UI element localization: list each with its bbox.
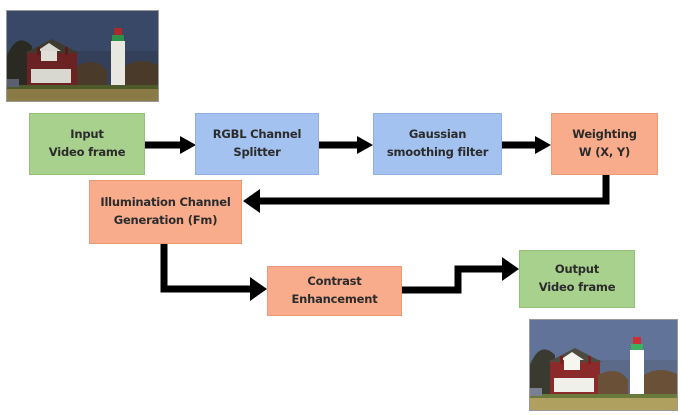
node-illumination-channel-generation: Illumination Channel Generation (Fm)	[89, 180, 242, 244]
lighthouse-scene-dark	[7, 11, 158, 101]
arrowhead-input-to-splitter	[180, 136, 196, 154]
arrowhead-contrast-to-output	[502, 257, 519, 281]
node-label-line1: Illumination Channel	[100, 195, 231, 210]
lighthouse-scene-enhanced	[530, 320, 677, 410]
node-label-line2: Splitter	[233, 145, 281, 159]
output-frame-image	[529, 319, 678, 411]
node-input-video-frame: Input Video frame	[29, 113, 145, 175]
arrow-illumination-to-contrast	[160, 244, 252, 293]
arrow-contrast-to-output	[402, 265, 504, 294]
node-label-line2: W (X, Y)	[578, 145, 631, 159]
node-output-video-frame: Output Video frame	[519, 250, 635, 308]
node-label-line1: Output	[554, 262, 600, 277]
node-label-line2: Video frame	[48, 145, 126, 159]
arrowhead-gaussian-to-weighting	[535, 136, 551, 154]
node-label-line1: Weighting	[572, 127, 637, 142]
arrowhead-illumination-to-contrast	[250, 277, 267, 301]
node-label-line2: Video frame	[538, 280, 616, 294]
arrowhead-splitter-to-gaussian	[357, 136, 373, 154]
node-label-line2: Enhancement	[291, 292, 378, 306]
node-label-line2: smoothing filter	[386, 145, 489, 159]
input-frame-image	[6, 10, 159, 102]
arrowhead-weighting-to-illumination	[243, 189, 260, 213]
node-weighting: Weighting W (X, Y)	[551, 113, 658, 175]
node-label-line1: RGBL Channel	[212, 127, 302, 142]
node-gaussian-smoothing-filter: Gaussian smoothing filter	[373, 113, 502, 175]
node-label-line1: Input	[70, 127, 104, 142]
node-rgbl-channel-splitter: RGBL Channel Splitter	[195, 113, 319, 175]
arrow-weighting-to-illumination	[256, 175, 610, 205]
node-label-line2: Generation (Fm)	[113, 213, 218, 227]
node-contrast-enhancement: Contrast Enhancement	[267, 266, 402, 316]
node-label-line1: Contrast	[307, 274, 362, 289]
node-label-line1: Gaussian	[408, 127, 467, 142]
